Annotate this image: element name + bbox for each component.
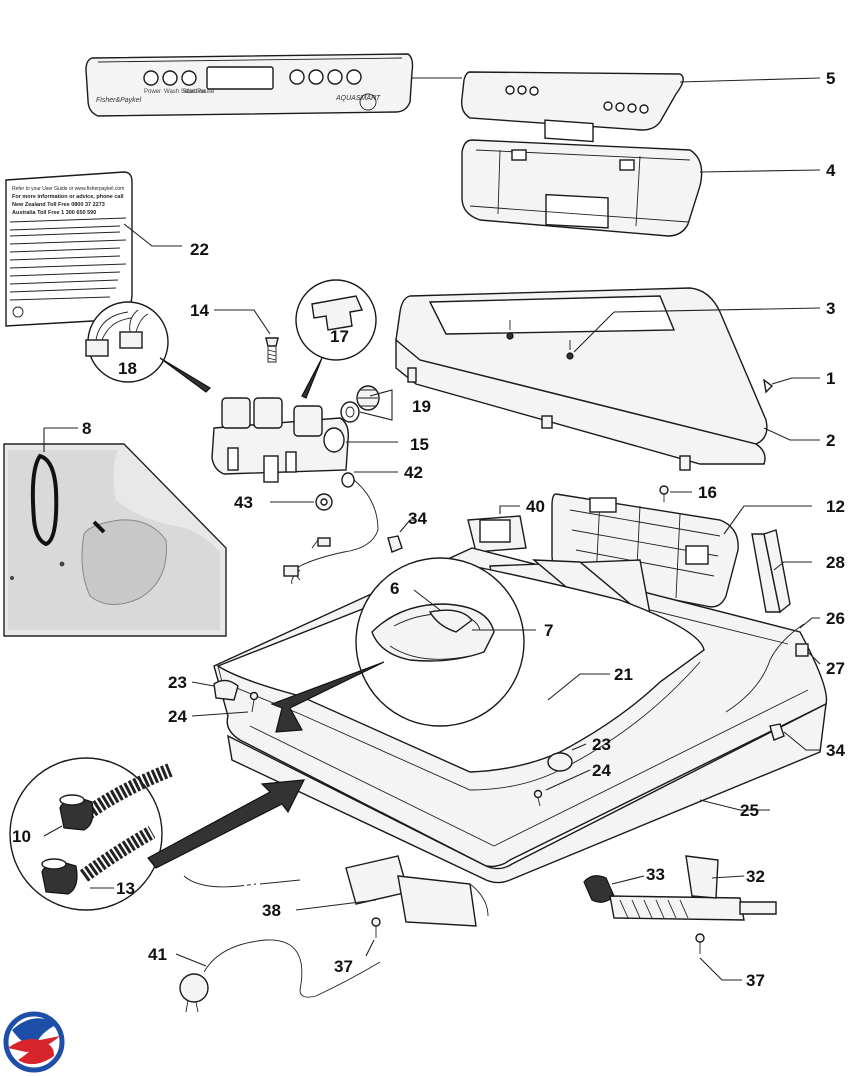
callout-16: 16: [698, 483, 717, 502]
part-10-13-hose-detail: [9, 757, 173, 911]
callout-23-right: 23: [592, 735, 611, 754]
callout-22: 22: [190, 240, 209, 259]
brand-mark-icon: [12, 306, 24, 318]
part-6-7-dispenser-detail: [355, 557, 525, 727]
part-34-clip: [387, 535, 403, 553]
part-19-inlet-parts: [340, 385, 380, 423]
callout-40: 40: [526, 497, 545, 516]
callout-19: 19: [412, 397, 431, 416]
callout-32: 32: [746, 867, 765, 886]
callout-34: 34: [408, 509, 427, 528]
brand-wordmark: Fisher&Paykel: [96, 97, 142, 104]
callout-7: 7: [544, 621, 553, 640]
callout-1: 1: [826, 369, 835, 388]
part-24-screw-right: [533, 789, 543, 807]
button-icon: [143, 70, 159, 86]
part-23-plug: [213, 679, 239, 701]
callout-5: 5: [826, 69, 835, 88]
callout-6: 6: [390, 579, 399, 598]
part-27-switch: [795, 643, 809, 657]
part-8-lid-inset: [3, 443, 227, 637]
callout-28: 28: [826, 553, 845, 572]
callout-4: 4: [826, 161, 836, 180]
part-37-screw: [371, 917, 381, 938]
display-window: [206, 66, 274, 90]
button-icon: [346, 69, 362, 85]
callout-43: 43: [234, 493, 253, 512]
care-card-line: For more information or advice, phone ca…: [12, 194, 124, 200]
callout-21: 21: [614, 665, 633, 684]
part-34-clip-right: [769, 723, 785, 741]
button-icon: [308, 69, 324, 85]
model-mark: AQUASMART: [335, 95, 381, 102]
callout-2: 2: [826, 431, 835, 450]
part-4-display-frame: [461, 139, 703, 237]
part-40-bracket: [467, 515, 527, 553]
callout-34-right: 34: [826, 741, 845, 760]
model-badge-icon: [359, 93, 377, 111]
callout-37: 37: [334, 957, 353, 976]
callout-15: 15: [410, 435, 429, 454]
callout-10: 10: [12, 827, 31, 846]
callout-41: 41: [148, 945, 167, 964]
callout-13: 13: [116, 879, 135, 898]
callout-38: 38: [262, 901, 281, 920]
part-26-wire: [725, 623, 805, 713]
part-28-wire-cover: [751, 529, 791, 614]
callout-27: 27: [826, 659, 845, 678]
part-5-control-decal: [460, 71, 684, 143]
part-37-screw-right: [695, 933, 705, 954]
callout-25: 25: [740, 801, 759, 820]
part-15-water-valve: [211, 397, 350, 483]
part-38-harness-pump: [183, 855, 489, 927]
part-42-harness: [283, 472, 379, 585]
callout-42: 42: [404, 463, 423, 482]
callout-23: 23: [168, 673, 187, 692]
control-panel-decal: Power Wash Selection Start/Pause Fisher&…: [85, 53, 414, 117]
part-22-care-card: Refer to your User Guide or www.fisherpa…: [5, 171, 133, 327]
brand-logo: [3, 1011, 65, 1073]
callout-17: 17: [330, 327, 349, 346]
care-card-line: Australia Toll Free 1 300 650 590: [12, 210, 96, 216]
care-card-line: New Zealand Toll Free 0800 37 2273: [12, 202, 105, 208]
panel-button-label: Power: [144, 89, 161, 95]
part-18-connector-detail: [85, 301, 169, 383]
callout-18: 18: [118, 359, 137, 378]
part-24-screw: [249, 691, 259, 713]
part-17-clip-detail: [295, 279, 377, 361]
button-icon: [162, 70, 178, 86]
part-1-screw: [763, 378, 774, 394]
callout-24-right: 24: [592, 761, 611, 780]
callout-14: 14: [190, 301, 209, 320]
callout-26: 26: [826, 609, 845, 628]
logo-ring: [3, 1011, 65, 1073]
part-32-33-heater: [583, 855, 777, 921]
panel-button-label: Start/Pause: [183, 89, 215, 95]
callout-3: 3: [826, 299, 835, 318]
button-icon: [181, 70, 197, 86]
callout-24: 24: [168, 707, 187, 726]
callout-37-right: 37: [746, 971, 765, 990]
part-23-plug-right: [547, 752, 573, 772]
button-icon: [289, 69, 305, 85]
callout-33: 33: [646, 865, 665, 884]
part-14-screw: [265, 337, 279, 363]
panel-button-label: Wash Selection: [164, 89, 205, 95]
part-16-screw: [659, 485, 669, 502]
callout-8: 8: [82, 419, 91, 438]
care-card-line: Refer to your User Guide or www.fisherpa…: [12, 186, 124, 192]
callout-12: 12: [826, 497, 845, 516]
button-icon: [327, 69, 343, 85]
part-43-seal: [315, 493, 333, 511]
part-41-power-cord: [179, 939, 381, 1013]
part-2-console: [395, 287, 768, 471]
